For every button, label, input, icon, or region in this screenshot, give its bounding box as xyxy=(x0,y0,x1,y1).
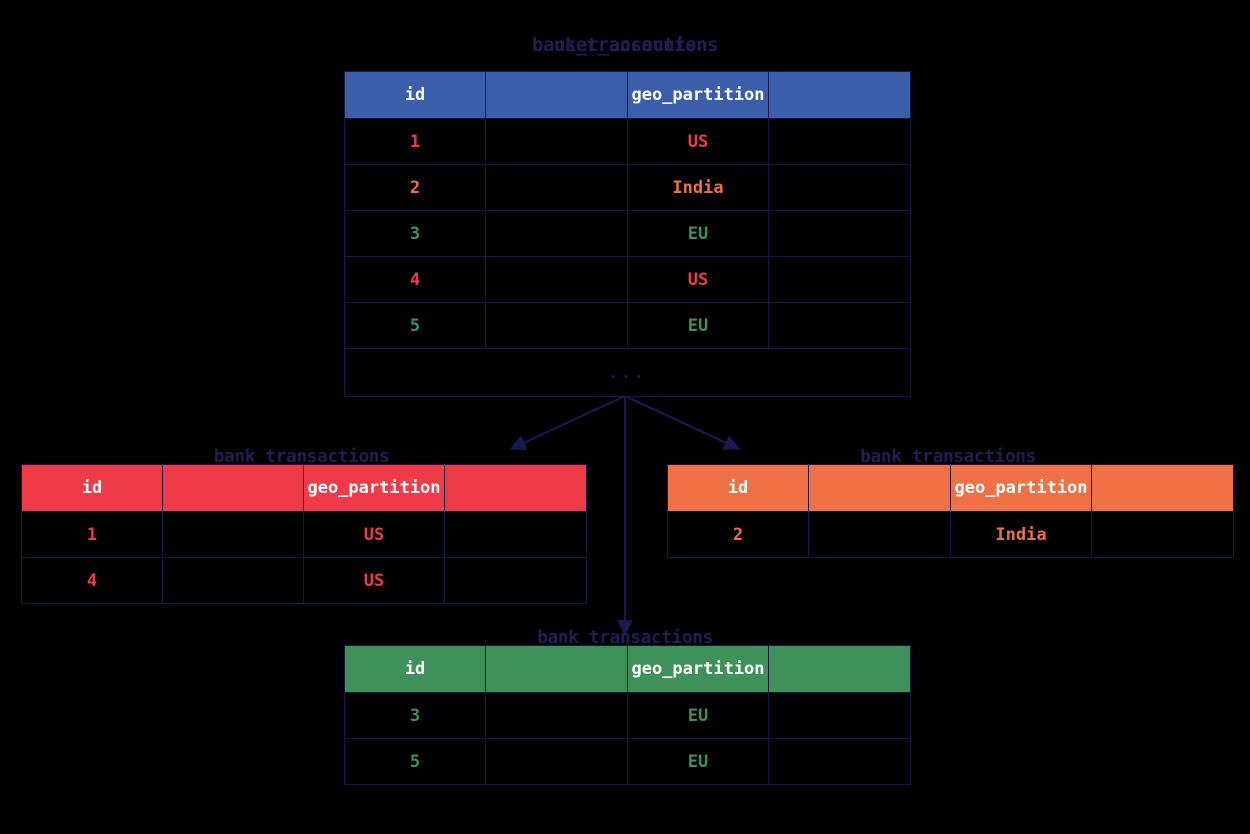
cell-blank-a xyxy=(162,511,304,558)
cell-blank-a xyxy=(808,511,951,558)
cell-id: 5 xyxy=(344,302,486,349)
cell-geo-partition: India xyxy=(627,164,769,211)
cell-blank-b xyxy=(768,210,911,257)
column-header-id: id xyxy=(344,645,486,693)
table-header-row: id geo_partition xyxy=(667,464,1234,512)
cell-geo-partition: US xyxy=(627,118,769,165)
source-table-title-front: user_accounts xyxy=(553,34,697,56)
cell-geo-partition: US xyxy=(303,511,445,558)
table-row: 4 US xyxy=(344,256,911,303)
cell-id: 1 xyxy=(344,118,486,165)
cell-blank-a xyxy=(485,256,628,303)
table-row: 5 EU xyxy=(344,738,911,785)
india-partition-title: bank_transactions xyxy=(860,446,1036,467)
column-header-geo-partition: geo_partition xyxy=(303,464,445,512)
column-header-id: id xyxy=(344,71,486,119)
cell-blank-a xyxy=(485,118,628,165)
column-header-blank-a xyxy=(808,464,951,512)
table-row: 4 US xyxy=(21,557,587,604)
eu-partition-title: bank_transactions xyxy=(537,627,713,648)
column-header-blank-a xyxy=(485,71,628,119)
column-header-geo-partition: geo_partition xyxy=(627,645,769,693)
cell-geo-partition: EU xyxy=(627,738,769,785)
cell-blank-b xyxy=(768,302,911,349)
cell-blank-b xyxy=(1091,511,1234,558)
cell-geo-partition: EU xyxy=(627,210,769,257)
table-row: 3 EU xyxy=(344,692,911,739)
cell-id: 1 xyxy=(21,511,163,558)
column-header-geo-partition: geo_partition xyxy=(950,464,1092,512)
table-row: 5 EU xyxy=(344,302,911,349)
table-row: 3 EU xyxy=(344,210,911,257)
cell-blank-b xyxy=(768,118,911,165)
partition-table-us: id geo_partition 1 US 4 US xyxy=(21,464,587,604)
cell-blank-b xyxy=(444,557,587,604)
column-header-blank-a xyxy=(162,464,304,512)
cell-id: 5 xyxy=(344,738,486,785)
cell-blank-a xyxy=(485,164,628,211)
cell-blank-b xyxy=(444,511,587,558)
cell-geo-partition: US xyxy=(627,256,769,303)
source-table-bank-transactions: id geo_partition 1 US 2 India 3 xyxy=(344,71,911,397)
column-header-id: id xyxy=(21,464,163,512)
cell-geo-partition: India xyxy=(950,511,1092,558)
cell-id: 4 xyxy=(21,557,163,604)
arrow-to-us-partition xyxy=(509,395,626,450)
arrow-to-india-partition xyxy=(624,395,741,450)
cell-blank-a xyxy=(485,210,628,257)
cell-blank-a xyxy=(485,692,628,739)
cell-blank-a xyxy=(162,557,304,604)
column-header-blank-b xyxy=(768,645,911,693)
table-header-row: id geo_partition xyxy=(21,464,587,512)
cell-id: 3 xyxy=(344,692,486,739)
table-row: 2 India xyxy=(667,511,1234,558)
table-row: 1 US xyxy=(21,511,587,558)
column-header-blank-b xyxy=(768,71,911,119)
column-header-geo-partition: geo_partition xyxy=(627,71,769,119)
cell-id: 2 xyxy=(344,164,486,211)
cell-geo-partition: EU xyxy=(627,692,769,739)
column-header-blank-a xyxy=(485,645,628,693)
cell-id: 2 xyxy=(667,511,809,558)
source-table-title-back: bank_transactions xyxy=(532,34,718,56)
cell-blank-b xyxy=(768,692,911,739)
cell-id: 4 xyxy=(344,256,486,303)
column-header-blank-b xyxy=(444,464,587,512)
cell-blank-a xyxy=(485,302,628,349)
cell-blank-b xyxy=(768,738,911,785)
cell-id: 3 xyxy=(344,210,486,257)
column-header-blank-b xyxy=(1091,464,1234,512)
table-overflow-row: ... xyxy=(344,348,911,397)
table-row: 2 India xyxy=(344,164,911,211)
cell-blank-b xyxy=(768,164,911,211)
table-header-row: id geo_partition xyxy=(344,71,911,119)
partition-table-eu: id geo_partition 3 EU 5 EU xyxy=(344,645,911,785)
column-header-id: id xyxy=(667,464,809,512)
cell-blank-a xyxy=(485,738,628,785)
cell-geo-partition: US xyxy=(303,557,445,604)
overflow-ellipsis: ... xyxy=(344,348,911,397)
table-row: 1 US xyxy=(344,118,911,165)
cell-geo-partition: EU xyxy=(627,302,769,349)
table-header-row: id geo_partition xyxy=(344,645,911,693)
cell-blank-b xyxy=(768,256,911,303)
us-partition-title: bank_transactions xyxy=(213,446,390,467)
partition-table-india: id geo_partition 2 India xyxy=(667,464,1234,558)
